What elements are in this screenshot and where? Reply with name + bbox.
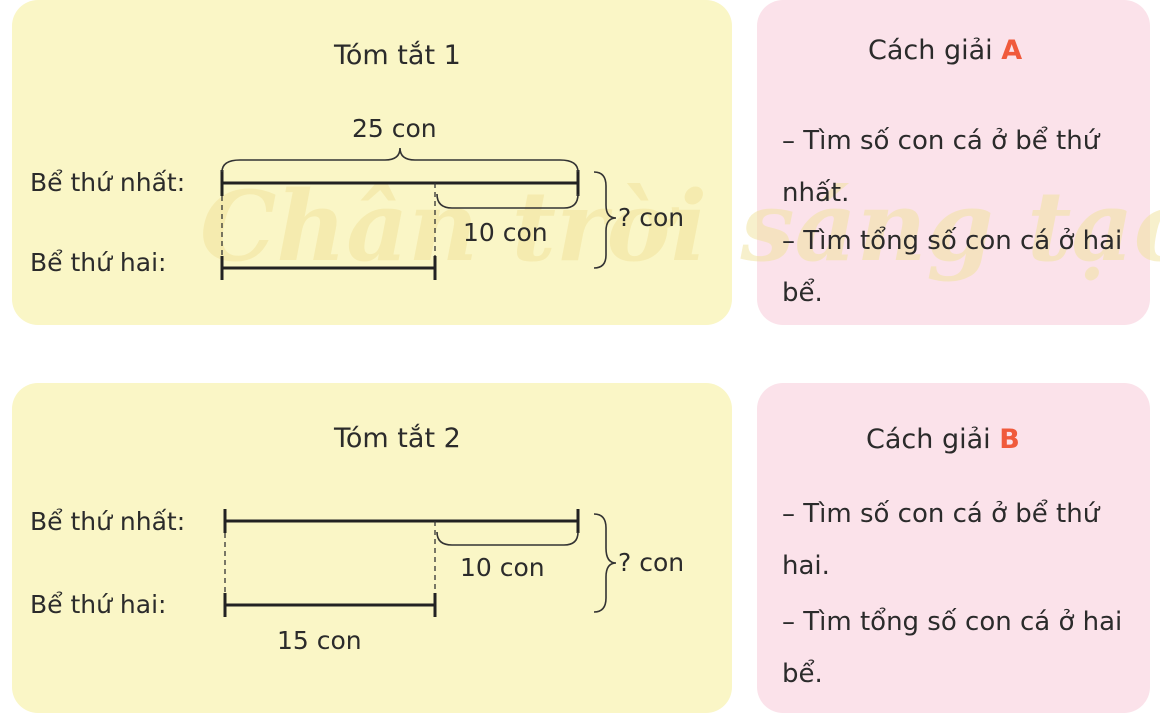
solution-b-letter: B bbox=[999, 424, 1020, 455]
summary-2-row1-label: Bể thứ nhất: bbox=[30, 507, 186, 536]
summary-2-diff-label: 10 con bbox=[460, 553, 545, 582]
solution-a-prefix: Cách giải bbox=[868, 35, 993, 66]
summary-1-diff-label: 10 con bbox=[463, 218, 548, 247]
summary-1-row2-label: Bể thứ hai: bbox=[30, 248, 167, 277]
summary-2-total-right-brace bbox=[593, 513, 617, 613]
solution-a-title: Cách giải A bbox=[868, 35, 1022, 66]
solution-b-prefix: Cách giải bbox=[866, 424, 991, 455]
solution-a-letter: A bbox=[1001, 35, 1023, 66]
summary-1-diff-brace bbox=[436, 193, 579, 209]
summary-1-total-label: 25 con bbox=[352, 114, 437, 143]
summary-2-diff-brace bbox=[436, 531, 579, 546]
watermark: Chân trời sáng tạo bbox=[200, 170, 1160, 283]
solution-a-panel bbox=[757, 0, 1150, 325]
summary-1-title: Tóm tắt 1 bbox=[334, 40, 461, 71]
summary-1-total-brace bbox=[221, 147, 579, 173]
summary-2-row2-label: Bể thứ hai: bbox=[30, 590, 167, 619]
summary-1-total-right-brace bbox=[593, 171, 617, 269]
summary-2-question-label: ? con bbox=[618, 548, 685, 577]
summary-2-title: Tóm tắt 2 bbox=[334, 423, 461, 454]
summary-1-panel bbox=[12, 0, 732, 325]
solution-a-step-2: – Tìm tổng số con cá ở hai bể. bbox=[782, 226, 1123, 308]
summary-1-row1-label: Bể thứ nhất: bbox=[30, 168, 186, 197]
summary-2-second-label: 15 con bbox=[277, 626, 362, 655]
solution-b-panel bbox=[757, 383, 1150, 713]
solution-b-title: Cách giải B bbox=[866, 424, 1020, 455]
solution-b-step-2: – Tìm tổng số con cá ở hai bể. bbox=[782, 607, 1123, 689]
solution-a-step-1: – Tìm số con cá ở bể thứ nhất. bbox=[782, 126, 1100, 208]
summary-2-panel bbox=[12, 383, 732, 713]
solution-b-step-1: – Tìm số con cá ở bể thứ hai. bbox=[782, 499, 1100, 581]
summary-1-question-label: ? con bbox=[618, 203, 685, 232]
